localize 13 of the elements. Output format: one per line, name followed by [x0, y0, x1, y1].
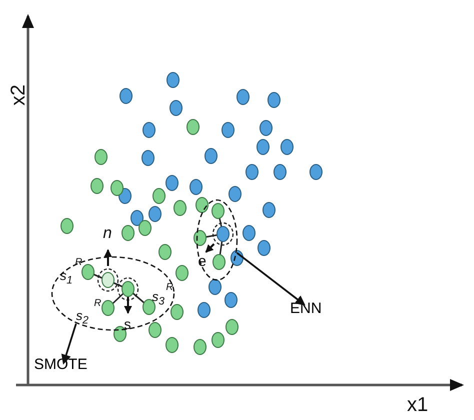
- distance-label: R: [94, 299, 102, 309]
- axis-label: x1: [407, 395, 428, 415]
- dashed-ellipse: [196, 199, 238, 281]
- sample-label: s$_{2}$: [76, 309, 89, 326]
- vector-label: n: [103, 226, 112, 242]
- sample-label: s$_{3}$: [152, 290, 165, 308]
- arrow: [61, 323, 77, 365]
- distance-label: R: [166, 283, 174, 293]
- arrow: [236, 252, 306, 306]
- method-label: SMOTE: [34, 356, 92, 374]
- dashed-ellipse: [51, 256, 175, 331]
- axis-label: x2: [8, 84, 29, 106]
- vector-label: s: [124, 317, 131, 331]
